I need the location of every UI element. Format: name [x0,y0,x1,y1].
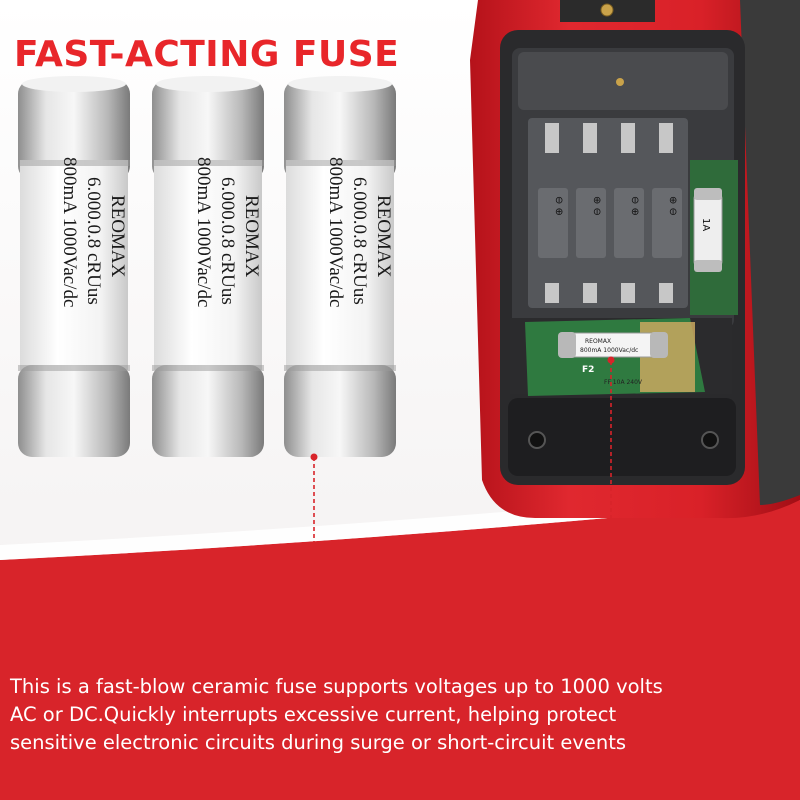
installed-fuse-rating: 800mA 1000Vac/dc [580,347,638,354]
screw-icon [528,431,546,449]
fuse-brand: REOMAX [241,195,262,278]
description-line-1: This is a fast-blow ceramic fuse support… [10,675,663,698]
installed-fuse-brand: REOMAX [585,338,611,345]
svg-text:⊖ ⊕: ⊖ ⊕ [553,196,564,216]
svg-text:⊕ ⊖: ⊕ ⊖ [667,196,678,216]
pcb-fuse-spec: FF 10A 240V [604,379,643,386]
fuse-3-label: REOMAX 6.000.0.8 cRUus 800mA 1000Vac/dc [325,157,394,307]
fuse-1-label: REOMAX 6.000.0.8 cRUus 800mA 1000Vac/dc [59,157,128,307]
description-text: This is a fast-blow ceramic fuse support… [10,673,795,757]
fuse-rating: 800mA 1000Vac/dc [193,157,214,307]
fuse-2 [152,76,264,457]
fuse-3 [284,76,396,457]
fuse-2-label: REOMAX 6.000.0.8 cRUus 800mA 1000Vac/dc [193,157,262,307]
battery-compartment-icon: ⊖ ⊕ ⊕ ⊖ ⊖ ⊕ ⊕ ⊖ [528,118,688,308]
small-fuse-rating: 1A [700,218,711,231]
svg-text:⊖ ⊕: ⊖ ⊕ [629,196,640,216]
fuse-1 [18,76,130,457]
fuse-size: 6.000.0.8 cRUus [349,177,370,305]
screw-icon [616,78,624,86]
fuse-size: 6.000.0.8 cRUus [217,177,238,305]
fuse-brand: REOMAX [373,195,394,278]
multimeter-back: ⊖ ⊕ ⊕ ⊖ ⊖ ⊕ ⊕ ⊖ 1A REOMAX 800mA 1000Vac/… [470,0,800,519]
screw-icon [701,431,719,449]
description-line-2: AC or DC.Quickly interrupts excessive cu… [10,703,617,726]
fuse-rating: 800mA 1000Vac/dc [325,157,346,307]
small-fuse-icon: 1A [693,188,723,272]
pcb-fuse-designator: F2 [582,365,594,375]
caption-band [0,500,800,800]
page-title: FAST-ACTING FUSE [14,34,400,76]
fuse-brand: REOMAX [107,195,128,278]
fuse-size: 6.000.0.8 cRUus [83,177,104,305]
fuse-rating: 800mA 1000Vac/dc [59,157,80,307]
leader-line [310,356,615,554]
svg-text:⊕ ⊖: ⊕ ⊖ [591,196,602,216]
installed-fuse-icon: REOMAX 800mA 1000Vac/dc [558,332,668,358]
description-line-3: sensitive electronic circuits during sur… [10,731,627,754]
